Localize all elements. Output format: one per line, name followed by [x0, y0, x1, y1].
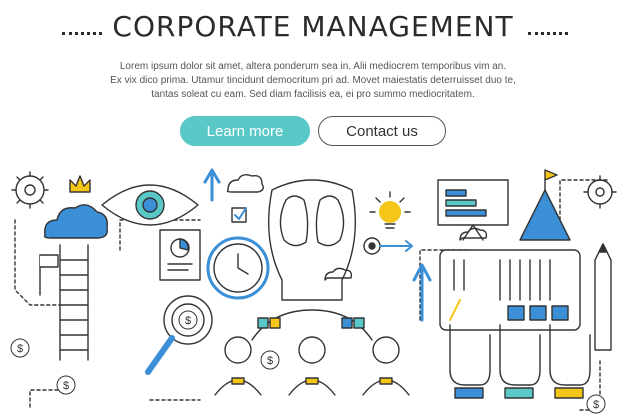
learn-more-button[interactable]: Learn more	[180, 116, 310, 146]
brain-head-icon	[251, 179, 373, 341]
title-dots-left	[62, 32, 102, 35]
flag-icon	[39, 254, 59, 296]
cloud-icon	[43, 204, 108, 239]
contact-us-button[interactable]: Contact us	[318, 116, 446, 146]
page-title: CORPORATE MANAGEMENT	[112, 10, 514, 43]
dashboard-icon	[439, 249, 581, 331]
description-line-2: Ex vix dico prima. Utamur tincidunt demo…	[110, 75, 516, 86]
pencil-icon	[594, 243, 612, 351]
svg-text:$: $	[267, 355, 273, 367]
dollar-coin-icon: $	[586, 394, 606, 414]
illustration: $ $ $ $ $	[10, 168, 617, 414]
svg-text:$: $	[593, 399, 599, 411]
description: Lorem ipsum dolor sit amet, altera ponde…	[60, 60, 566, 102]
report-icon	[159, 229, 201, 281]
cloud-icon	[324, 267, 353, 281]
gear-icon	[11, 171, 49, 209]
presentation-board-icon	[437, 179, 509, 241]
svg-text:$: $	[17, 343, 23, 355]
lightbulb-icon	[369, 191, 411, 229]
header: CORPORATE MANAGEMENT	[0, 10, 626, 43]
cloud-icon	[226, 173, 265, 193]
magnifier-icon	[145, 295, 213, 375]
description-line-1: Lorem ipsum dolor sit amet, altera ponde…	[119, 61, 507, 72]
dollar-coin-icon: $	[10, 338, 30, 358]
description-line-3: tantas soleat cu eam. Sed diam facilisis…	[151, 89, 475, 100]
title-dots-right	[528, 32, 568, 35]
svg-text:$: $	[63, 380, 69, 392]
hands-icon	[449, 324, 591, 399]
checkbox-icon	[231, 207, 247, 223]
ladder-icon	[59, 244, 89, 361]
gear-icon	[583, 175, 617, 209]
dollar-coin-icon: $	[178, 310, 198, 330]
eye-icon	[101, 184, 199, 226]
block-icons	[257, 317, 365, 329]
mountain-flag-icon	[519, 169, 571, 241]
crown-icon	[69, 175, 91, 193]
dollar-coin-icon: $	[56, 375, 76, 395]
clock-icon	[206, 236, 270, 300]
dollar-coin-icon: $	[260, 350, 280, 370]
svg-text:$: $	[185, 315, 191, 327]
cloud-icon	[459, 227, 488, 241]
target-icon	[363, 237, 413, 255]
people-icon	[214, 336, 410, 396]
